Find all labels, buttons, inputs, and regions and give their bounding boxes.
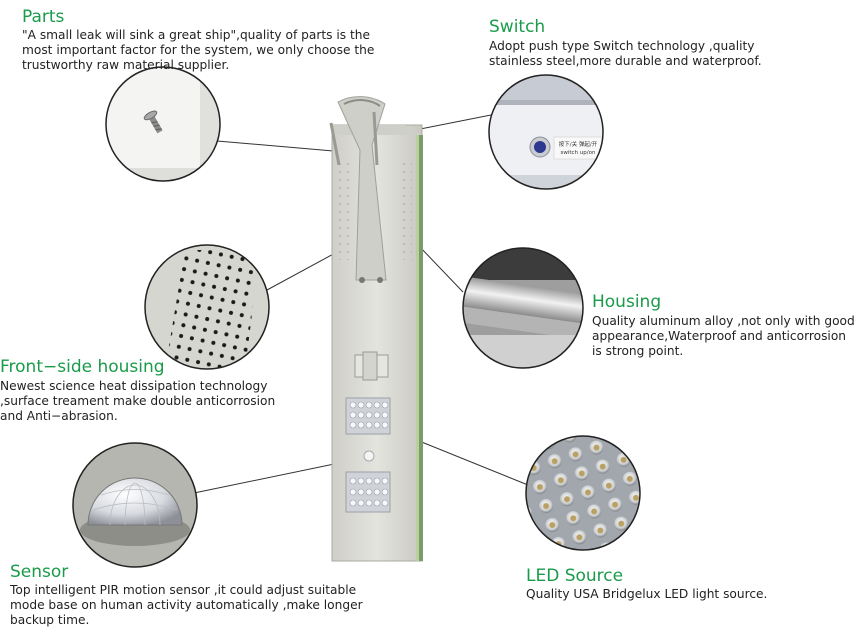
led-description: Quality USA Bridgelux LED light source.: [526, 587, 768, 601]
housing-title: Housing: [592, 292, 662, 312]
parts-title: Parts: [22, 7, 65, 27]
housing-zoom-circle: [462, 247, 584, 369]
switch-label-line1: 按下/关 弹起/开: [559, 140, 598, 148]
led-title: LED Source: [526, 566, 624, 586]
switch-title: Switch: [489, 17, 546, 37]
sensor-title: Sensor: [10, 562, 69, 582]
switch-description: Adopt push type Switch technology ,quali…: [489, 39, 762, 68]
front-housing-description: Newest science heat dissipation technolo…: [0, 379, 276, 423]
front-housing-zoom-circle: [144, 244, 270, 370]
led-zoom-circle: [525, 435, 641, 551]
screw-icon: [143, 110, 163, 134]
connector-lines: [193, 114, 529, 494]
sensor-zoom-circle: [72, 442, 198, 568]
parts-zoom-circle: [105, 66, 221, 182]
switch-zoom-circle: 按下/关 弹起/开 switch up/on: [488, 74, 604, 190]
front-housing-title: Front−side housing: [0, 357, 165, 377]
housing-description: Quality aluminum alloy ,not only with go…: [592, 314, 855, 358]
parts-description: "A small leak will sink a great ship",qu…: [22, 28, 375, 72]
street-lamp: [329, 96, 423, 562]
sensor-description: Top intelligent PIR motion sensor ,it co…: [10, 583, 363, 627]
switch-label-line2: switch up/on: [561, 150, 597, 156]
